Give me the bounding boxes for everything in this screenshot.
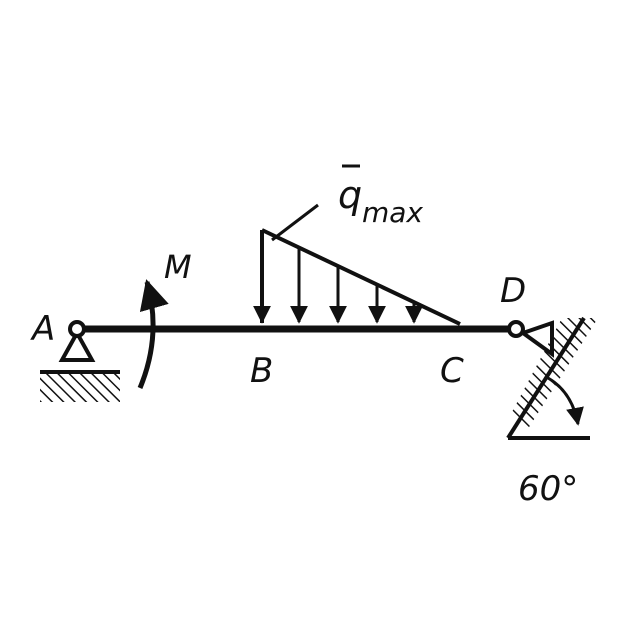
label-b: B xyxy=(250,351,273,391)
roller-support-d xyxy=(506,316,598,440)
pin-support-a xyxy=(40,320,120,402)
label-angle: 60° xyxy=(518,469,578,509)
label-c: C xyxy=(440,351,464,391)
label-qmax: q max xyxy=(338,164,423,229)
label-d: D xyxy=(500,271,526,311)
label-q-subscript: max xyxy=(362,196,423,229)
label-moment: M xyxy=(164,248,192,286)
moment-arrow xyxy=(137,279,169,389)
label-q: q xyxy=(338,173,362,217)
distributed-load xyxy=(253,203,461,326)
label-a: A xyxy=(30,309,55,349)
